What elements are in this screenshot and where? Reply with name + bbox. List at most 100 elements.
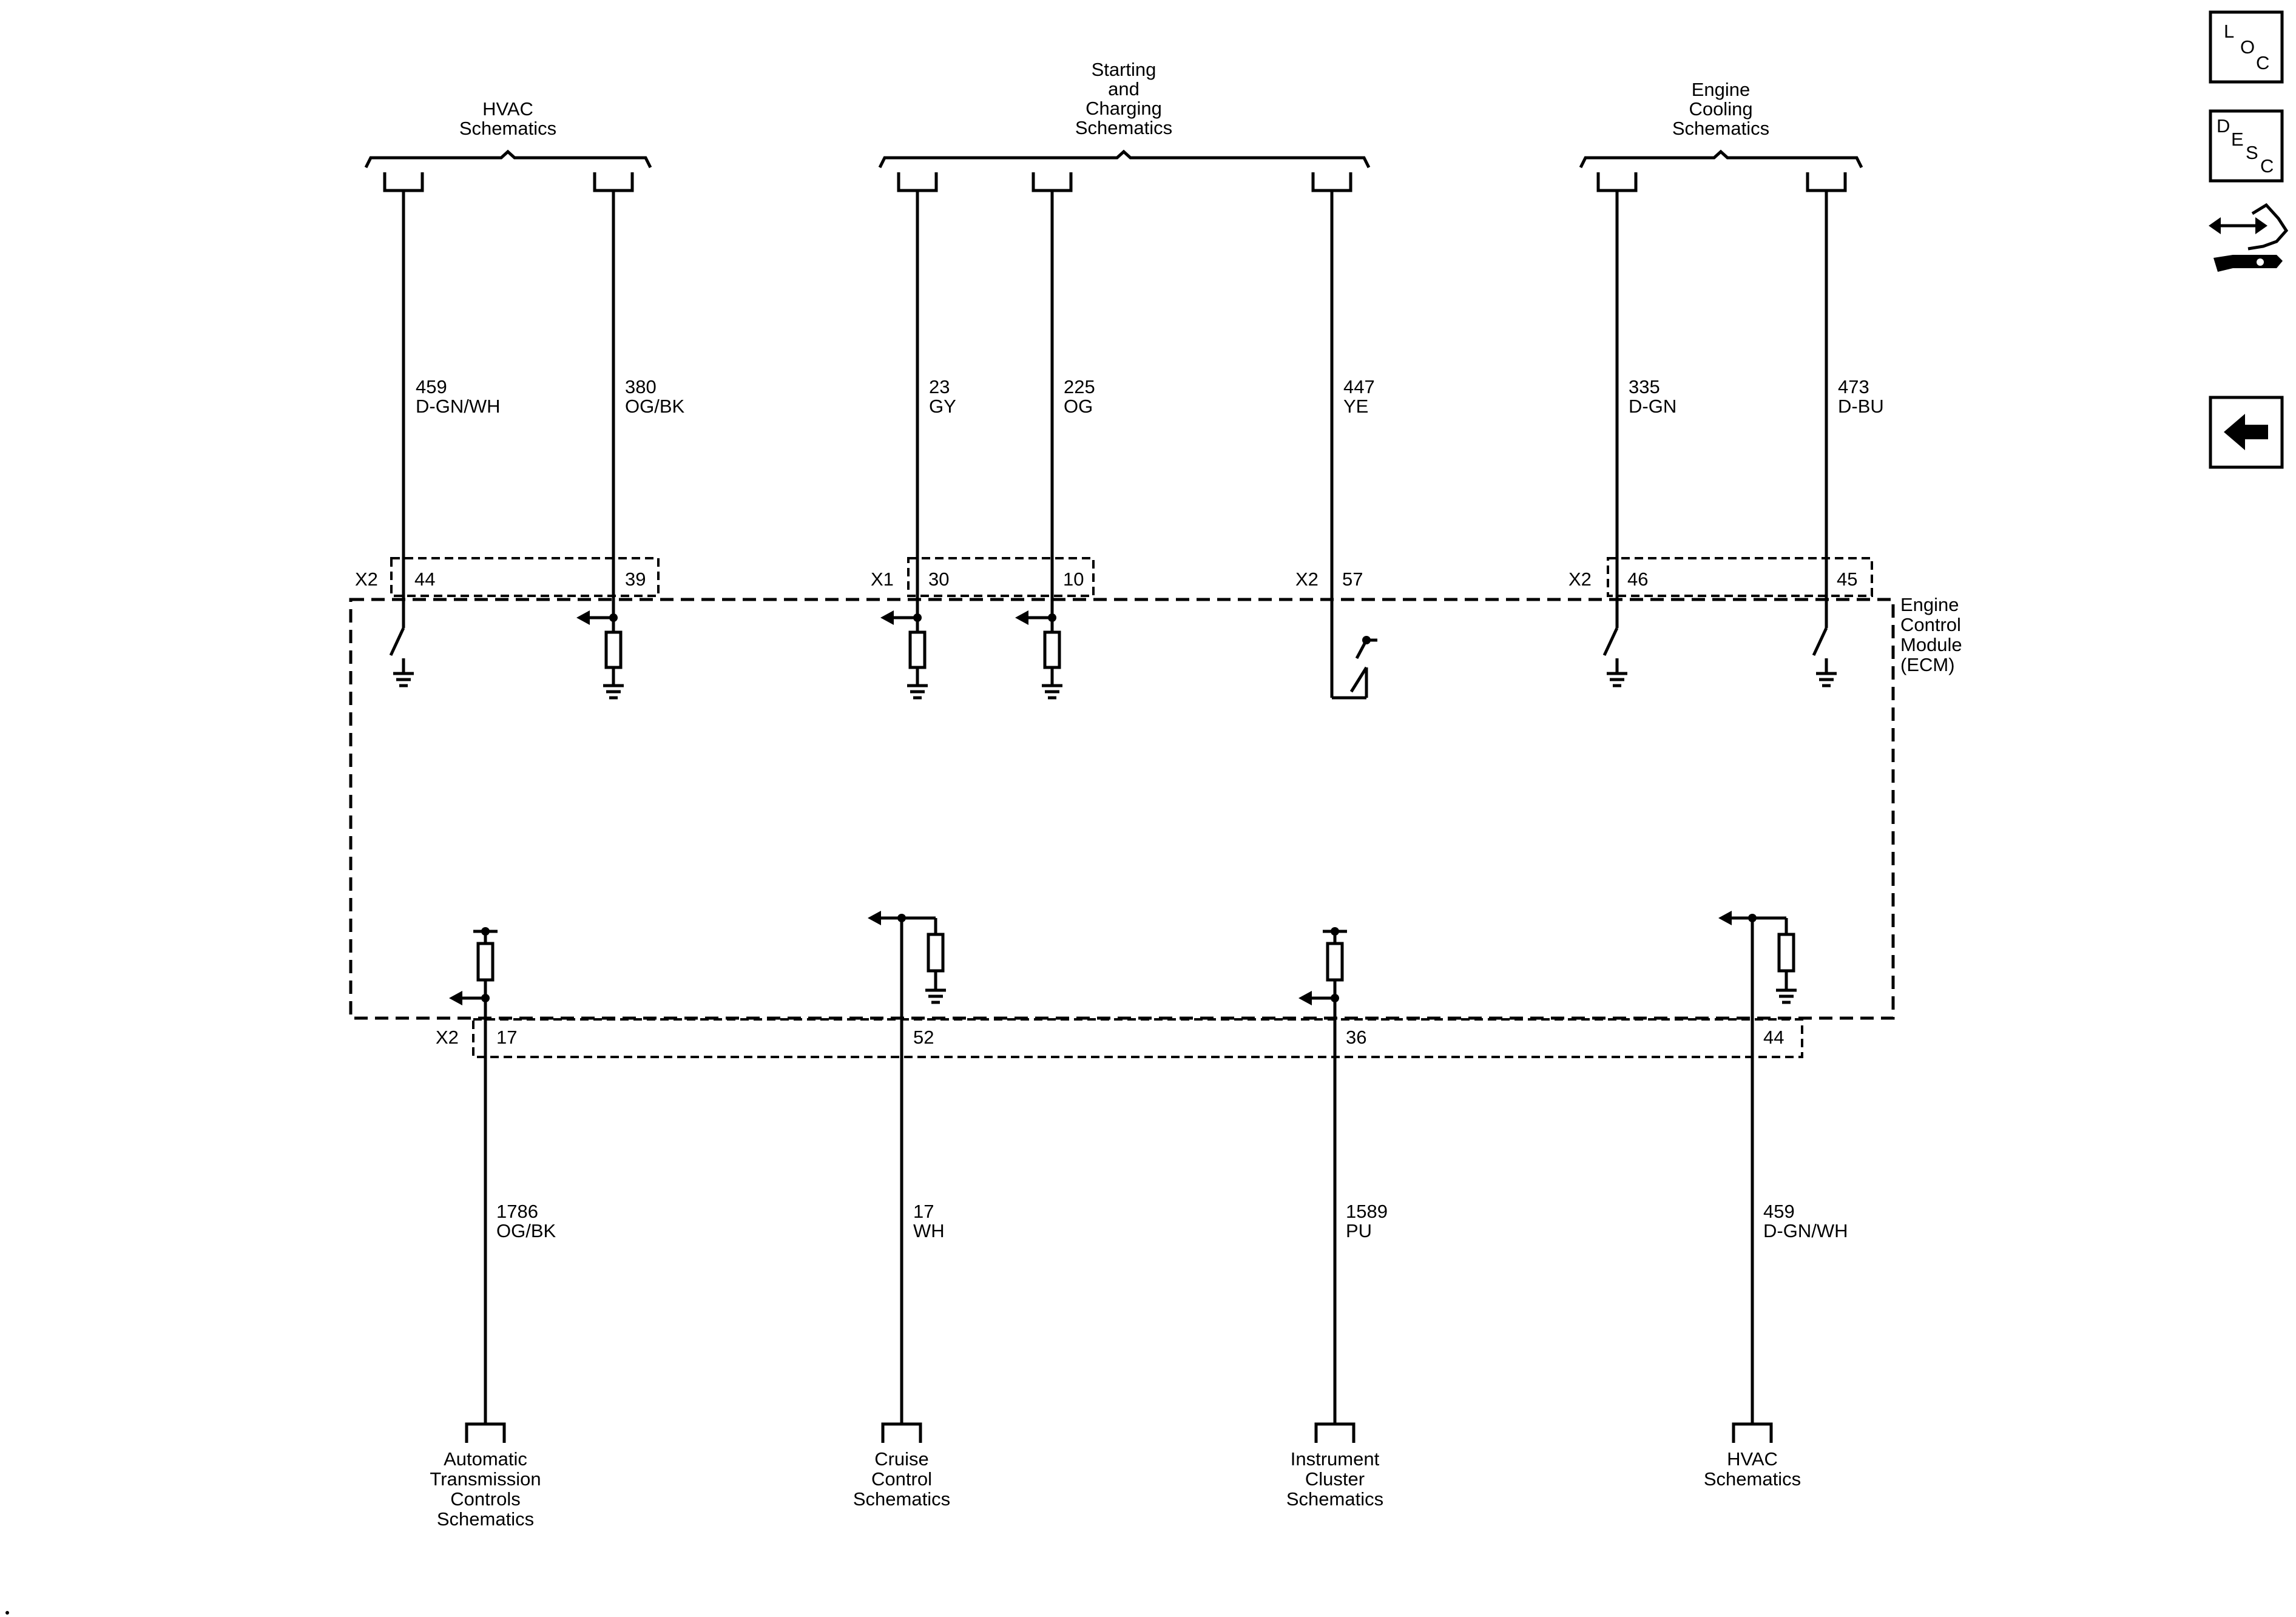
dest-label: Cruise xyxy=(874,1448,929,1470)
svg-text:L: L xyxy=(2224,21,2234,42)
svg-text:23: 23 xyxy=(929,376,950,397)
svg-text:YE: YE xyxy=(1343,396,1368,417)
dest-label: Schematics xyxy=(437,1508,534,1530)
pin-17: 17 xyxy=(496,1027,517,1048)
dest-label: Control xyxy=(871,1468,932,1490)
connector-id-x2-b: X2 xyxy=(1295,569,1319,590)
top-connector-symbols xyxy=(383,172,1847,192)
top-group-label: HVAC xyxy=(482,98,533,120)
wire-label-459-top: 459 D-GN/WH xyxy=(416,376,500,417)
back-arrow-icon[interactable] xyxy=(2209,396,2284,469)
svg-text:E: E xyxy=(2231,129,2244,150)
top-connector-boxes xyxy=(390,557,1873,597)
svg-text:225: 225 xyxy=(1064,376,1095,397)
svg-text:(ECM): (ECM) xyxy=(1900,654,1955,675)
pin-39: 39 xyxy=(625,569,646,590)
wire-label-335: 335 D-GN xyxy=(1629,376,1676,417)
wire-label-459-bottom: 459 D-GN/WH xyxy=(1763,1201,1848,1241)
ecm-module-boundary xyxy=(349,598,1895,1020)
svg-text:C: C xyxy=(2260,155,2274,177)
top-group-label: Schematics xyxy=(1075,117,1172,138)
svg-text:OG/BK: OG/BK xyxy=(496,1220,556,1241)
svg-text:1786: 1786 xyxy=(496,1201,538,1222)
wire-label-447: 447 YE xyxy=(1343,376,1375,417)
connector-id-x2-a: X2 xyxy=(355,569,378,590)
top-group-starting-charging[interactable]: Starting and Charging Schematics xyxy=(1075,59,1172,138)
dest-label: Controls xyxy=(450,1488,520,1510)
svg-text:447: 447 xyxy=(1343,376,1375,397)
desc-icon[interactable]: D E S C xyxy=(2209,109,2284,183)
top-group-label: and xyxy=(1108,78,1140,100)
svg-text:D-GN: D-GN xyxy=(1629,396,1676,417)
svg-text:S: S xyxy=(2246,142,2258,163)
svg-text:Control: Control xyxy=(1900,614,1961,635)
top-group-engine-cooling[interactable]: Engine Cooling Schematics xyxy=(1672,79,1769,139)
resistor-input-30 xyxy=(880,610,928,700)
pin-30: 30 xyxy=(928,569,949,590)
svg-text:PU: PU xyxy=(1346,1220,1372,1241)
dest-instrument-cluster[interactable]: Instrument Cluster Schematics xyxy=(1286,1448,1383,1510)
wire-label-225: 225 OG xyxy=(1064,376,1095,417)
output-circuit-36 xyxy=(1298,927,1347,1005)
top-group-hvac[interactable]: HVAC Schematics xyxy=(459,98,556,139)
switch-to-ground-45 xyxy=(1812,627,1837,687)
dest-hvac[interactable]: HVAC Schematics xyxy=(1704,1448,1801,1490)
svg-text:380: 380 xyxy=(625,376,657,397)
svg-text:WH: WH xyxy=(913,1220,945,1241)
wire-label-473: 473 D-BU xyxy=(1838,376,1884,417)
resistor-input-39 xyxy=(576,610,624,700)
connector-repair-icon[interactable] xyxy=(2209,203,2289,272)
dest-automatic-transmission[interactable]: Automatic Transmission Controls Schemati… xyxy=(430,1448,541,1530)
bottom-connector-box xyxy=(472,1018,1803,1058)
svg-text:459: 459 xyxy=(416,376,447,397)
connector-id-x2-bottom: X2 xyxy=(436,1027,459,1048)
switch-input-57 xyxy=(1332,636,1377,700)
top-group-label: Schematics xyxy=(459,118,556,139)
svg-text:335: 335 xyxy=(1629,376,1660,397)
svg-text:D: D xyxy=(2217,115,2230,137)
group-brace xyxy=(878,149,1371,169)
pin-45: 45 xyxy=(1837,569,1857,590)
loc-icon[interactable]: L O C xyxy=(2209,10,2284,84)
dest-label: Transmission xyxy=(430,1468,541,1490)
wire-label-380: 380 OG/BK xyxy=(625,376,685,417)
top-group-label: Starting xyxy=(1092,59,1156,80)
group-brace xyxy=(364,149,652,169)
bottom-wires xyxy=(484,918,1754,1424)
pin-46: 46 xyxy=(1627,569,1648,590)
dest-label: Instrument xyxy=(1291,1448,1380,1470)
top-group-label: Charging xyxy=(1086,98,1162,119)
pin-52: 52 xyxy=(913,1027,934,1048)
svg-text:C: C xyxy=(2256,52,2269,73)
switch-to-ground-44 xyxy=(389,627,414,687)
wire-label-1589: 1589 PU xyxy=(1346,1201,1388,1241)
svg-text:OG: OG xyxy=(1064,396,1093,417)
pin-36: 36 xyxy=(1346,1027,1366,1048)
bottom-connector-symbols xyxy=(465,1422,1773,1443)
group-brace xyxy=(1579,149,1863,169)
dest-cruise-control[interactable]: Cruise Control Schematics xyxy=(853,1448,950,1510)
svg-text:1589: 1589 xyxy=(1346,1201,1388,1222)
svg-text:Engine: Engine xyxy=(1900,594,1959,615)
output-circuit-17 xyxy=(449,927,498,1005)
pin-10: 10 xyxy=(1063,569,1084,590)
top-group-label: Cooling xyxy=(1689,98,1752,120)
connector-id-x2-c: X2 xyxy=(1568,569,1592,590)
wire-label-17: 17 WH xyxy=(913,1201,945,1241)
svg-text:459: 459 xyxy=(1763,1201,1795,1222)
wire-label-1786: 1786 OG/BK xyxy=(496,1201,556,1241)
dest-label: HVAC xyxy=(1727,1448,1778,1470)
svg-text:D-BU: D-BU xyxy=(1838,396,1884,417)
dest-label: Automatic xyxy=(444,1448,527,1470)
connector-id-x1: X1 xyxy=(871,569,894,590)
top-wires xyxy=(402,191,1828,698)
module-label[interactable]: Engine Control Module (ECM) xyxy=(1900,594,1962,675)
switch-to-ground-46 xyxy=(1602,627,1627,687)
resistor-input-10 xyxy=(1015,610,1062,700)
input-circuit-52 xyxy=(868,911,946,1004)
pin-44-bottom: 44 xyxy=(1763,1027,1784,1048)
svg-text:OG/BK: OG/BK xyxy=(625,396,685,417)
svg-text:473: 473 xyxy=(1838,376,1869,397)
dest-label: Cluster xyxy=(1305,1468,1365,1490)
